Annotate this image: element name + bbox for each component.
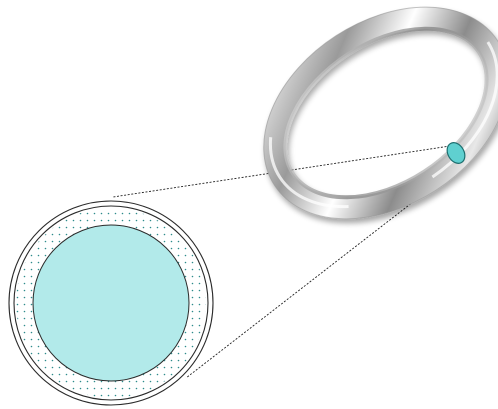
- magnified-cross-section: [9, 201, 213, 405]
- core: [33, 225, 189, 381]
- metallic-ring: [224, 0, 498, 263]
